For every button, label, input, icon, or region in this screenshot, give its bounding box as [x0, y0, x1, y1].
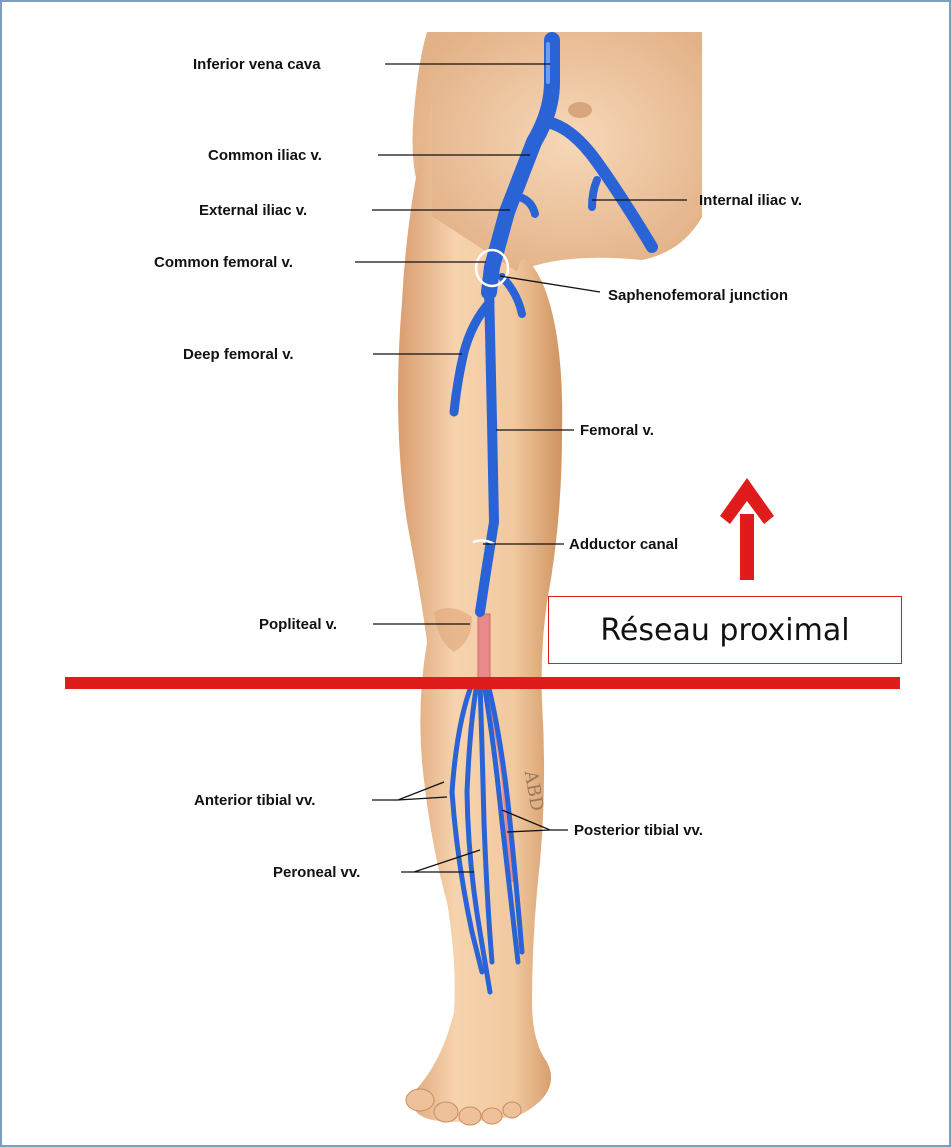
label-posterior-tibial: Posterior tibial vv. [574, 822, 703, 839]
label-common-femoral: Common femoral v. [154, 254, 293, 271]
label-common-iliac: Common iliac v. [208, 147, 322, 164]
caption-box: Réseau proximal [548, 596, 902, 664]
label-femoral: Femoral v. [580, 422, 654, 439]
label-popliteal: Popliteal v. [259, 616, 337, 633]
up-arrow-icon [720, 478, 774, 580]
label-adductor-canal: Adductor canal [569, 536, 678, 553]
label-anterior-tibial: Anterior tibial vv. [194, 792, 315, 809]
popliteal-artery [478, 614, 490, 684]
label-peroneal: Peroneal vv. [273, 864, 360, 881]
caption-text: Réseau proximal [600, 613, 849, 648]
navel [568, 102, 592, 118]
label-internal-iliac: Internal iliac v. [699, 192, 802, 209]
label-inferior-vena-cava: Inferior vena cava [193, 56, 321, 73]
label-external-iliac: External iliac v. [199, 202, 307, 219]
label-saphenofemoral-junction: Saphenofemoral junction [608, 287, 788, 304]
label-deep-femoral: Deep femoral v. [183, 346, 294, 363]
